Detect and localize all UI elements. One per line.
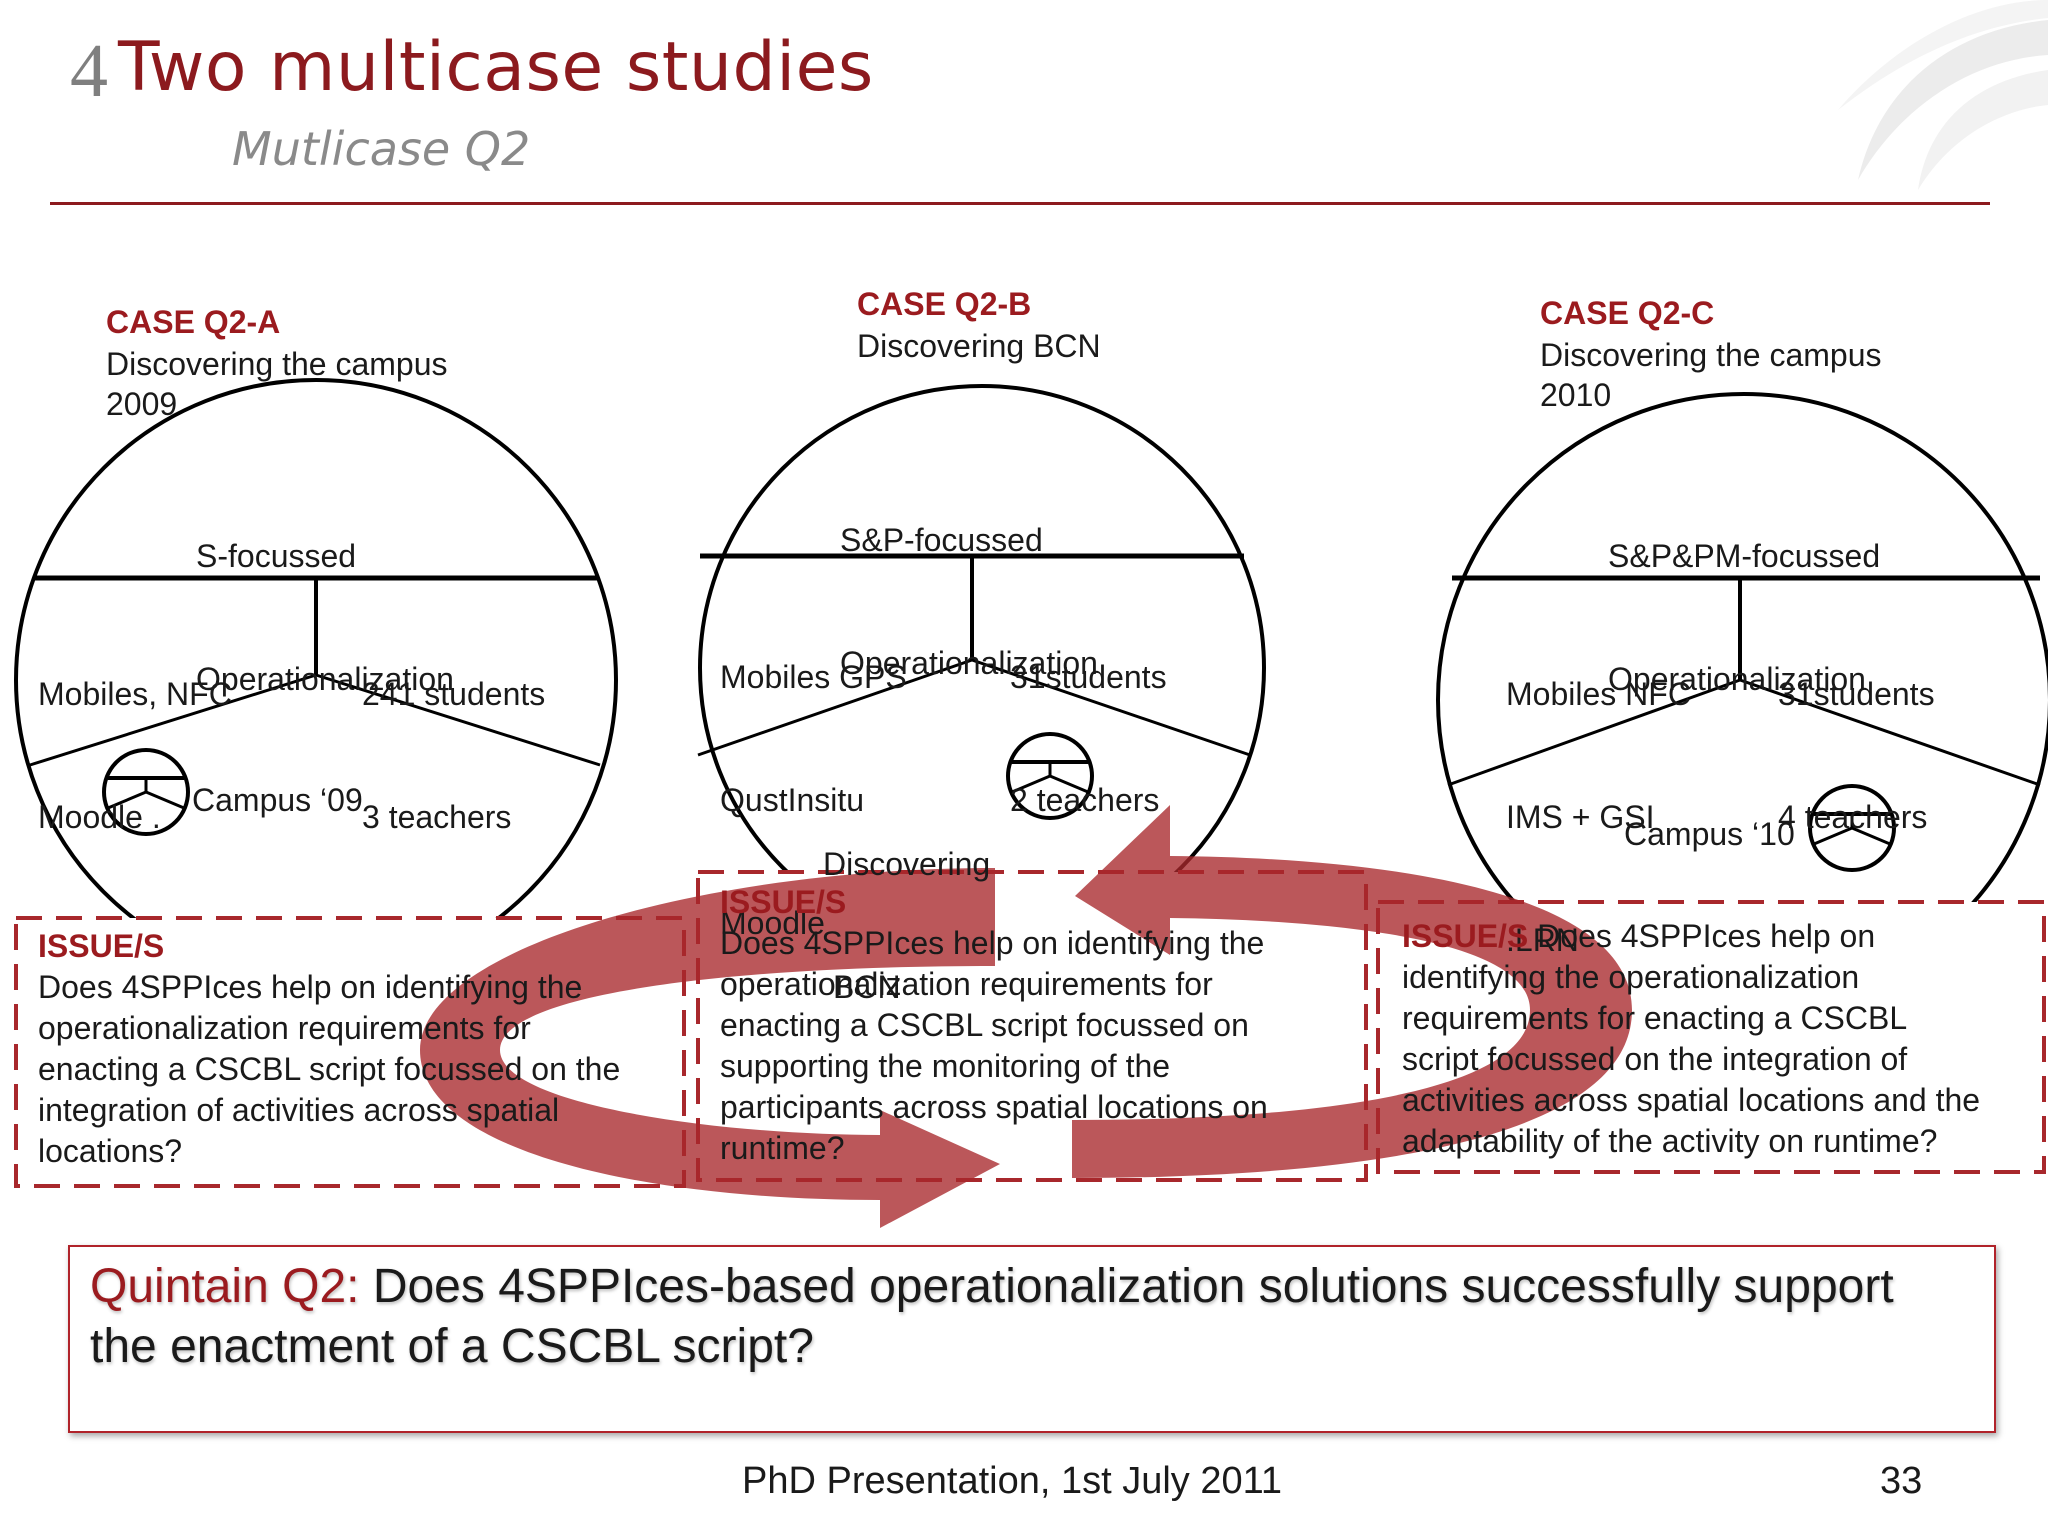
case-c-desc-line1: Discovering the campus [1540, 337, 1882, 373]
issue-c-line: identifying the operationalization [1402, 959, 1860, 995]
issue-b-line: supporting the monitoring of the [720, 1048, 1171, 1084]
case-a-activity-label: Campus ‘09 [192, 782, 363, 818]
case-b-description: Discovering BCN [857, 326, 1101, 366]
case-c-tech-line1: Mobiles NFC [1506, 676, 1691, 712]
issue-b: ISSUE/S Does 4SPPIces help on identifyin… [720, 882, 1360, 1169]
case-c-participants: 31students 4 teachers [1778, 592, 1935, 879]
case-a-tech-line2: Moodle . [38, 799, 161, 835]
case-b-focus-line1: S&P-focussed [840, 522, 1043, 558]
case-b-circle [697, 384, 1266, 952]
case-a-focus: S-focussed Operationalization [196, 454, 454, 741]
case-a-tech-line1: Mobiles, NFC [38, 676, 232, 712]
issue-b-label: ISSUE/S [720, 884, 847, 920]
case-c-people-line2: 4 teachers [1778, 799, 1928, 835]
case-b-participants: 31students 2 teachers [1010, 575, 1167, 862]
case-b-tech-line1: Mobiles GPS [720, 659, 907, 695]
issue-c-first-line: ISSUE/S Does 4SPPIces help on [1402, 916, 2042, 957]
case-b-activity-line2: BCN [833, 969, 901, 1005]
issue-c-line1-rest: Does 4SPPIces help on [1528, 918, 1876, 954]
issue-a-line: enacting a CSCBL script focussed on the [38, 1051, 621, 1087]
case-a-people-line2: 3 teachers [362, 799, 512, 835]
issue-a: ISSUE/S Does 4SPPIces help on identifyin… [38, 926, 678, 1172]
cycle-arrow-left [420, 868, 1000, 1228]
case-b-desc-line1: Discovering BCN [857, 328, 1101, 364]
issue-a-line: operationalization requirements for [38, 1010, 531, 1046]
case-a-activity-icon [102, 748, 190, 836]
case-c-description: Discovering the campus 2010 [1540, 335, 1881, 415]
issue-c: ISSUE/S Does 4SPPIces help on identifyin… [1402, 916, 2042, 1162]
case-a-id: CASE Q2-A [106, 304, 281, 340]
case-b-focus: S&P-focussed Operationalization [840, 438, 1098, 725]
issue-c-line: adaptability of the activity on runtime? [1402, 1123, 1938, 1159]
case-b-tech-line2: QustInsitu [720, 782, 865, 818]
issue-c-line: activities across spatial locations and … [1402, 1082, 1981, 1118]
case-a-desc-line2: 2009 [106, 386, 178, 422]
issue-c-line: requirements for enacting a CSCBL [1402, 1000, 1908, 1036]
case-b-activity-icon [1006, 732, 1094, 820]
decorative-swoosh [1838, 0, 2048, 190]
case-b-people-line2: 2 teachers [1010, 782, 1160, 818]
quintain-label: Quintain Q2: [90, 1260, 360, 1313]
title-divider [50, 202, 1990, 205]
case-c-id: CASE Q2-C [1540, 295, 1715, 331]
quintain-text: Quintain Q2: Does 4SPPIces-based operati… [90, 1257, 1950, 1377]
case-b-focus-line2: Operationalization [840, 645, 1098, 681]
case-c-tech-line2: IMS + GSI [1506, 799, 1655, 835]
case-b-id: CASE Q2-B [857, 286, 1032, 322]
cycle-arrow-right [1072, 805, 1632, 1178]
issue-b-line: Does 4SPPIces help on identifying the [720, 925, 1265, 961]
case-b-activity-line1: Discovering [823, 846, 991, 882]
issue-b-line: runtime? [720, 1130, 845, 1166]
case-a-description: Discovering the campus 2009 [106, 344, 447, 424]
quintain-question: Does 4SPPIces-based operationalization s… [90, 1260, 1894, 1373]
case-c-focus-line2: Operationalization [1608, 661, 1866, 697]
case-b-tech-line3: Moodle [720, 905, 825, 941]
slide-section-number: 4 [70, 29, 108, 113]
issue-b-line: operationalization requirements for [720, 966, 1213, 1002]
case-c-tech-line3: .LRN [1506, 922, 1579, 958]
case-c-technology: Mobiles NFC IMS + GSI .LRN [1506, 592, 1691, 1002]
case-c-activity-icon [1808, 784, 1896, 872]
case-c-people-line1: 31students [1778, 676, 1935, 712]
issue-b-line: participants across spatial locations on [720, 1089, 1268, 1125]
case-a-focus-line1: S-focussed [196, 538, 357, 574]
case-c-focus-line1: S&P&PM-focussed [1608, 538, 1881, 574]
case-c-desc-line2: 2010 [1540, 377, 1612, 413]
issue-a-line: locations? [38, 1133, 183, 1169]
footer-text: PhD Presentation, 1st July 2011 [742, 1460, 1283, 1502]
case-c-activity-label: Campus ‘10 [1624, 816, 1795, 852]
slide-title: Two multicase studies [118, 28, 874, 107]
case-b-people-line1: 31students [1010, 659, 1167, 695]
issue-c-line: script focussed on the integration of [1402, 1041, 1908, 1077]
case-c-focus: S&P&PM-focussed Operationalization [1608, 454, 1880, 741]
case-b-activity-label: Discovering BCN [823, 762, 990, 1049]
cycle-arrows [420, 805, 1632, 1228]
page-number: 33 [1880, 1460, 1923, 1502]
issue-b-line: enacting a CSCBL script focussed on [720, 1007, 1249, 1043]
case-a-technology: Mobiles, NFC Moodle . [38, 592, 232, 879]
quintain-box: Quintain Q2: Does 4SPPIces-based operati… [68, 1245, 1996, 1433]
case-b-technology: Mobiles GPS QustInsitu Moodle [720, 575, 907, 985]
case-a-desc-line1: Discovering the campus [106, 346, 448, 382]
slide-subtitle: Mutlicase Q2 [232, 122, 531, 176]
issue-a-label: ISSUE/S [38, 928, 165, 964]
case-a-focus-line2: Operationalization [196, 661, 454, 697]
case-a-participants: 241 students 3 teachers [362, 592, 545, 879]
issue-a-line: integration of activities across spatial [38, 1092, 560, 1128]
issue-a-line: Does 4SPPIces help on identifying the [38, 969, 583, 1005]
issue-c-label: ISSUE/S [1402, 918, 1529, 954]
case-a-people-line1: 241 students [362, 676, 546, 712]
